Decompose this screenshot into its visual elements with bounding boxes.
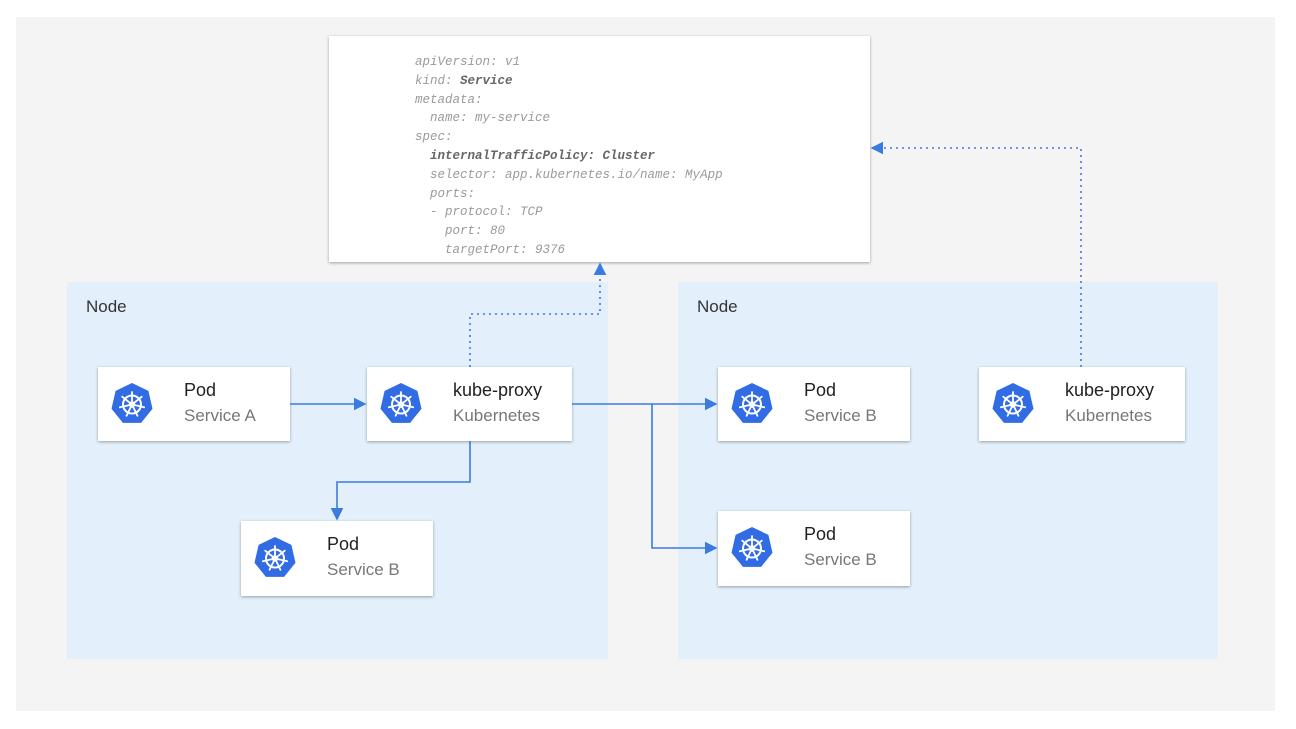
yaml-key: targetPort: <box>445 242 536 257</box>
card-title: Pod <box>804 524 837 544</box>
kubernetes-icon <box>992 383 1034 423</box>
card-subtitle: Service B <box>804 406 877 425</box>
kubernetes-icon <box>731 527 773 567</box>
node-label: Node <box>697 297 738 316</box>
yaml-key: selector: <box>430 167 506 182</box>
yaml-value: 9376 <box>535 242 566 257</box>
kubernetes-icon <box>111 383 153 423</box>
yaml-line: name: my-service <box>415 109 870 128</box>
card-title: Pod <box>184 380 217 400</box>
yaml-line: metadata: <box>415 91 870 110</box>
node-right: Node <box>678 282 1218 659</box>
yaml-line: spec: <box>415 128 870 147</box>
yaml-key: spec: <box>415 130 453 145</box>
yaml-line: internalTrafficPolicy: Cluster <box>415 147 870 166</box>
yaml-value: Cluster <box>602 148 656 163</box>
yaml-key: name: <box>430 111 476 126</box>
kubernetes-icon <box>254 537 296 577</box>
card-subtitle: Kubernetes <box>453 406 540 425</box>
kubernetes-icon <box>380 383 422 423</box>
kubernetes-icon <box>731 383 773 423</box>
yaml-value: app.kubernetes.io/name: MyApp <box>505 167 723 182</box>
card-title: Pod <box>804 380 837 400</box>
yaml-line: apiVersion: v1 <box>415 53 870 72</box>
yaml-line: selector: app.kubernetes.io/name: MyApp <box>415 166 870 185</box>
card-title: kube-proxy <box>453 380 543 400</box>
yaml-line: - protocol: TCP <box>415 203 870 222</box>
yaml-key: port: <box>445 224 491 239</box>
yaml-value: v1 <box>505 55 521 69</box>
node-left: Node <box>67 282 608 659</box>
yaml-line: port: 80 <box>415 222 870 241</box>
yaml-key: kind: <box>415 73 461 88</box>
yaml-key: metadata: <box>415 92 483 107</box>
yaml-value: my-service <box>475 111 551 126</box>
card-subtitle: Service A <box>184 406 256 425</box>
yaml-value: TCP <box>520 205 543 220</box>
yaml-line: targetPort: 9376 <box>415 241 870 260</box>
yaml-key: apiVersion: <box>415 55 506 69</box>
yaml-key: internalTrafficPolicy: <box>430 148 603 163</box>
yaml-value: Service <box>460 73 513 88</box>
card-subtitle: Service B <box>804 550 877 569</box>
card-title: Pod <box>327 534 360 554</box>
yaml-key: ports: <box>430 186 476 201</box>
card-title: kube-proxy <box>1065 380 1155 400</box>
card-subtitle: Service B <box>327 560 400 579</box>
node-label: Node <box>86 297 127 316</box>
yaml-line: ports: <box>415 185 870 204</box>
yaml-line: kind: Service <box>415 72 870 91</box>
card-subtitle: Kubernetes <box>1065 406 1152 425</box>
yaml-value: 80 <box>490 224 506 239</box>
yaml-key: - protocol: <box>430 205 521 220</box>
